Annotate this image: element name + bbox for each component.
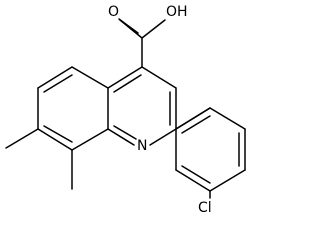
bond-carboxyl-oh — [141, 19, 166, 39]
bond-c2-n1 — [149, 128, 177, 146]
bond-c7-c8-inner — [43, 125, 73, 143]
bond-ph4-ph5-inner — [181, 165, 211, 184]
bond-n1-c8a-inner — [113, 125, 137, 140]
bond-c4a-c4-inner — [113, 74, 142, 93]
bond-c5-c6 — [37, 66, 73, 89]
bond-ph6-ph1-inner — [181, 115, 211, 134]
atom-label-nitrogen: N — [137, 138, 147, 154]
bond-c4-c3 — [141, 66, 177, 89]
atom-label-chlorine: Cl — [198, 200, 212, 216]
bond-c7-methyl — [5, 128, 39, 149]
bond-c4a-c5 — [71, 66, 109, 89]
atom-label-hydroxyl: OH — [166, 4, 188, 20]
molecule-diagram: OH O N Cl — [5, 4, 246, 216]
bond-n1-c8a — [107, 128, 135, 146]
bond-carbonyl-inner — [118, 18, 139, 34]
bond-ph1-ph2 — [209, 107, 246, 130]
bond-ph4-ph5 — [175, 169, 211, 192]
structure-canvas: OH O N Cl — [5, 4, 246, 216]
bond-ph3-ph4 — [209, 169, 246, 192]
bond-ph6-ph1 — [175, 107, 211, 130]
bond-c8-c8a — [71, 128, 109, 151]
bond-c5-c6-inner — [43, 74, 73, 93]
bond-c4a-c4 — [107, 66, 143, 89]
atom-label-carbonyl-oxygen: O — [108, 4, 119, 20]
bond-c7-c8 — [37, 128, 73, 151]
